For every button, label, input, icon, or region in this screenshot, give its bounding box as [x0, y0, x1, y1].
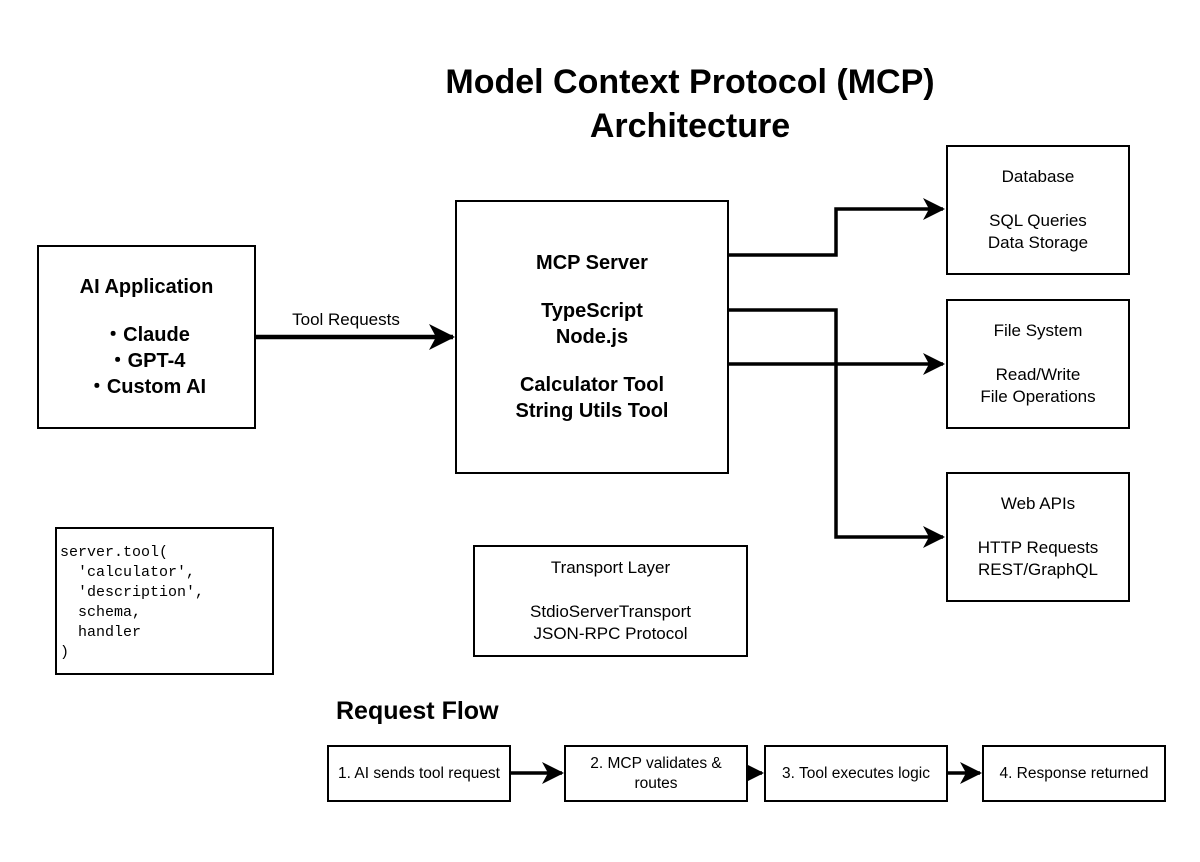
- ai-application-box: AI Application ・Claude ・GPT-4 ・Custom AI: [37, 245, 256, 429]
- arrow-mcp-to-database: [729, 198, 945, 257]
- code-snippet-box: server.tool( 'calculator', 'description'…: [55, 527, 274, 675]
- title-line-1: Model Context Protocol (MCP): [445, 63, 935, 101]
- transport-layer-box: Transport Layer StdioServerTransport JSO…: [473, 545, 748, 657]
- code-line: 'calculator',: [60, 564, 196, 581]
- request-flow-heading: Request Flow: [336, 697, 499, 725]
- request-flow-step-2: 2. MCP validates & routes: [564, 745, 748, 802]
- code-line: ): [60, 644, 70, 661]
- web-apis-box: Web APIs HTTP Requests REST/GraphQL: [946, 472, 1130, 602]
- ai-application-item: ・Claude: [103, 324, 190, 346]
- database-box: Database SQL Queries Data Storage: [946, 145, 1130, 275]
- step-label: 3. Tool executes logic: [782, 764, 930, 782]
- mcp-server-box: MCP Server TypeScript Node.js Calculator…: [455, 200, 729, 474]
- mcp-server-tech: TypeScript: [541, 300, 643, 322]
- database-line: SQL Queries: [989, 211, 1087, 230]
- web-apis-line: REST/GraphQL: [978, 560, 1098, 579]
- diagram-title: Model Context Protocol (MCP) Architectur…: [380, 60, 1000, 148]
- ai-application-item: ・GPT-4: [107, 350, 186, 372]
- request-flow-step-4: 4. Response returned: [982, 745, 1166, 802]
- transport-layer-line: JSON-RPC Protocol: [533, 624, 688, 643]
- web-apis-title: Web APIs: [1000, 494, 1076, 513]
- database-line: Data Storage: [987, 233, 1089, 252]
- code-line: server.tool(: [60, 544, 169, 561]
- step-label: 2. MCP validates &: [590, 754, 722, 772]
- mcp-server-tool: Calculator Tool: [519, 374, 665, 396]
- code-line: 'description',: [60, 584, 205, 601]
- tool-requests-label: Tool Requests: [292, 310, 400, 329]
- code-line: handler: [60, 624, 142, 641]
- request-flow-step-3: 3. Tool executes logic: [764, 745, 948, 802]
- arrow-mcp-to-web-apis: [729, 308, 945, 548]
- title-line-2: Architecture: [589, 107, 791, 145]
- ai-application-item: ・Custom AI: [86, 376, 207, 398]
- transport-layer-title: Transport Layer: [550, 558, 671, 577]
- code-line: schema,: [60, 604, 142, 621]
- mcp-server-tool: String Utils Tool: [515, 400, 669, 422]
- transport-layer-line: StdioServerTransport: [530, 602, 691, 621]
- file-system-line: Read/Write: [995, 365, 1081, 384]
- step-label: 4. Response returned: [999, 764, 1149, 782]
- mcp-server-heading: MCP Server: [536, 252, 648, 274]
- step-label: routes: [634, 774, 678, 792]
- ai-application-heading: AI Application: [79, 276, 214, 298]
- request-flow-step-1: 1. AI sends tool request: [327, 745, 511, 802]
- file-system-title: File System: [993, 321, 1083, 340]
- mcp-server-tech: Node.js: [555, 326, 629, 348]
- web-apis-line: HTTP Requests: [977, 538, 1099, 557]
- step-label: 1. AI sends tool request: [338, 764, 500, 782]
- file-system-box: File System Read/Write File Operations: [946, 299, 1130, 429]
- file-system-line: File Operations: [980, 387, 1096, 406]
- database-title: Database: [1001, 167, 1075, 186]
